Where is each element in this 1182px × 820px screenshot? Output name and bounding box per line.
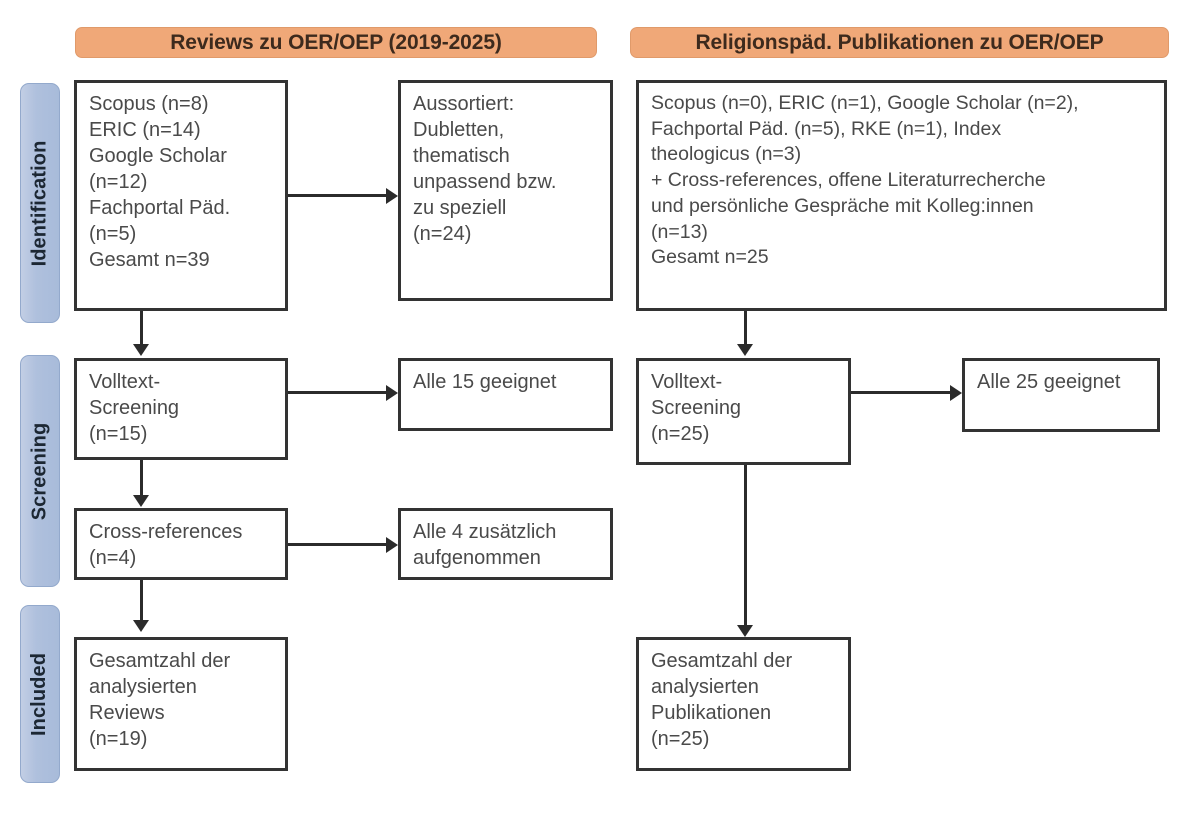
left-identification-sources-box: Scopus (n=8) ERIC (n=14) Google Scholar …	[74, 80, 288, 311]
stage-pill-screening: Screening	[20, 355, 60, 587]
arrowhead-left-sources-to-screening	[133, 344, 149, 356]
right-screening-box: Volltext- Screening (n=25)	[636, 358, 851, 465]
connector-left-crossrefs-to-included	[140, 580, 143, 622]
left-excluded-box: Aussortiert: Dubletten, thematisch unpas…	[398, 80, 613, 301]
arrowhead-left-screening-to-crossrefs	[133, 495, 149, 507]
arrowhead-right-screening-to-included	[737, 625, 753, 637]
stage-label-included: Included	[28, 652, 51, 736]
stage-pill-identification: Identification	[20, 83, 60, 323]
stage-label-screening: Screening	[28, 422, 51, 520]
left-screening-box: Volltext- Screening (n=15)	[74, 358, 288, 460]
arrowhead-right-screening-to-result	[950, 385, 962, 401]
right-included-box: Gesamtzahl der analysierten Publikatione…	[636, 637, 851, 771]
arrowhead-left-sources-to-excluded	[386, 188, 398, 204]
arrowhead-left-crossrefs-to-included	[133, 620, 149, 632]
connector-left-crossrefs-to-result	[288, 543, 386, 546]
connector-left-sources-to-excluded	[288, 194, 386, 197]
arrowhead-left-crossrefs-to-result	[386, 537, 398, 553]
connector-right-screening-to-included	[744, 465, 747, 627]
left-cross-references-result-box: Alle 4 zusätzlich aufgenommen	[398, 508, 613, 580]
column-header-left: Reviews zu OER/OEP (2019-2025)	[75, 27, 597, 58]
connector-right-screening-to-result	[851, 391, 950, 394]
stage-label-identification: Identification	[28, 140, 51, 266]
left-included-box: Gesamtzahl der analysierten Reviews (n=1…	[74, 637, 288, 771]
column-header-right-label: Religionspäd. Publikationen zu OER/OEP	[695, 30, 1104, 54]
right-screening-result-box: Alle 25 geeignet	[962, 358, 1160, 432]
arrowhead-right-sources-to-screening	[737, 344, 753, 356]
arrowhead-left-screening-to-result	[386, 385, 398, 401]
connector-right-sources-to-screening	[744, 311, 747, 346]
connector-left-screening-to-crossrefs	[140, 460, 143, 497]
stage-pill-included: Included	[20, 605, 60, 783]
left-cross-references-box: Cross-references (n=4)	[74, 508, 288, 580]
connector-left-sources-to-screening	[140, 311, 143, 346]
column-header-left-label: Reviews zu OER/OEP (2019-2025)	[170, 30, 502, 54]
left-screening-result-box: Alle 15 geeignet	[398, 358, 613, 431]
connector-left-screening-to-result	[288, 391, 386, 394]
right-identification-sources-box: Scopus (n=0), ERIC (n=1), Google Scholar…	[636, 80, 1167, 311]
column-header-right: Religionspäd. Publikationen zu OER/OEP	[630, 27, 1169, 58]
